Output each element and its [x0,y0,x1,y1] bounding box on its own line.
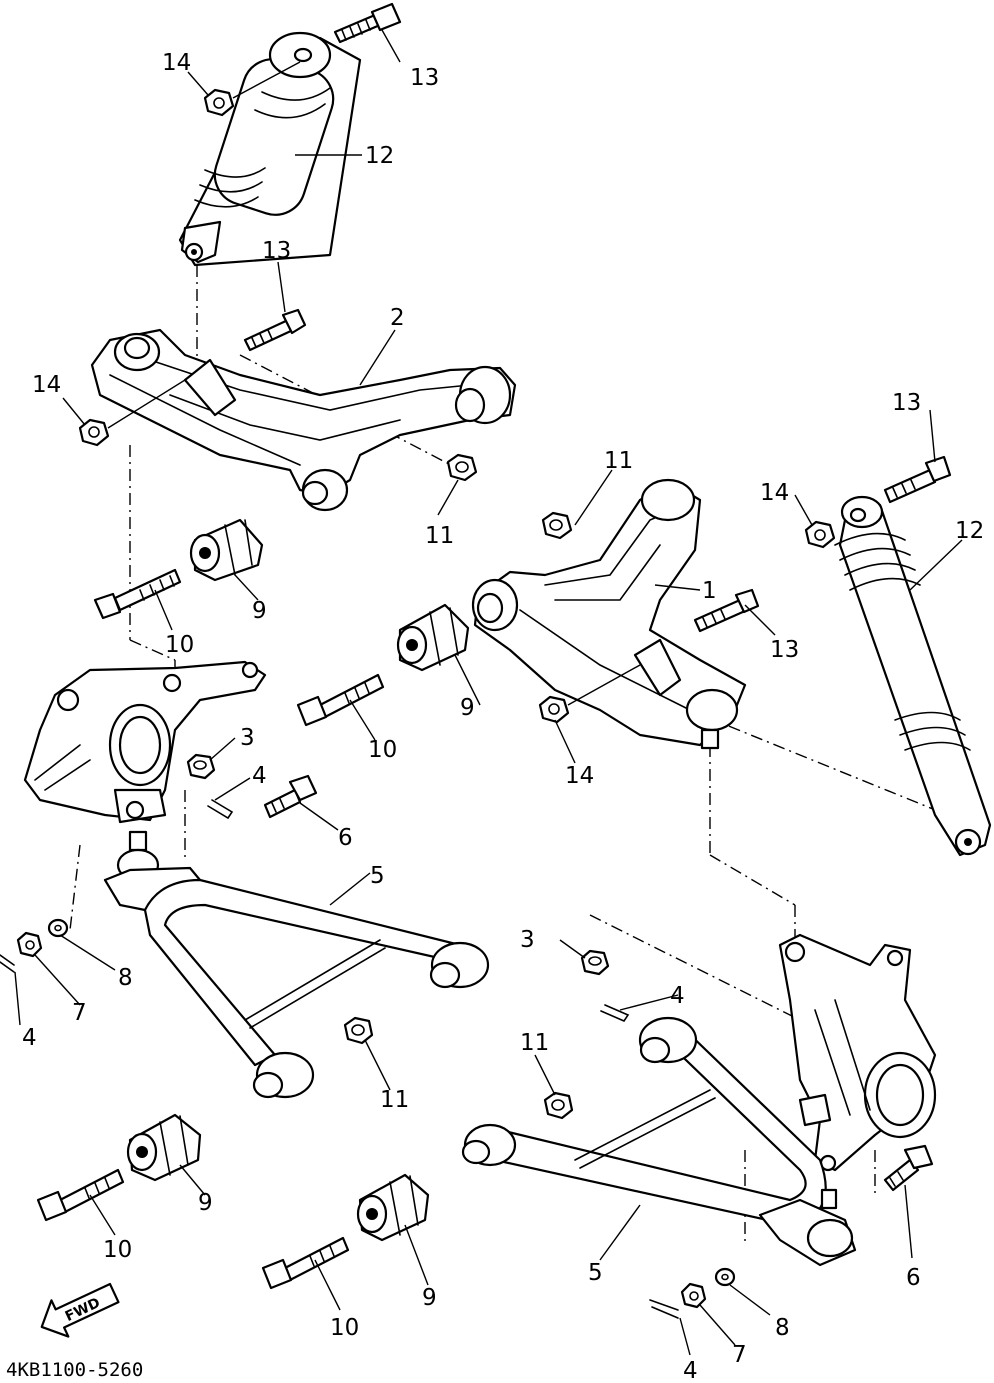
cotter-pin-4-far-left [0,954,15,973]
nut-11-upper-arm [446,453,478,482]
lower-arm-5-right [461,1016,857,1267]
callout-11: 11 [604,448,633,474]
bolt-13-upper-arm [243,308,307,352]
lower-arm-5-left [103,866,490,1099]
callout-2: 2 [390,305,405,331]
nut-14-right [804,520,836,549]
callout-8: 8 [775,1315,790,1341]
cotter-pin-4-right [600,1004,630,1023]
callout-14: 14 [162,50,191,76]
bolt-10-lower-left [36,1168,125,1222]
callout-12: 12 [955,518,984,544]
nut-3-right [580,949,610,976]
bushing-9-mid [396,603,470,672]
upper-arm-1 [471,478,747,750]
callout-14: 14 [565,763,594,789]
bolt-13-top [333,2,402,44]
callout-8: 8 [118,965,133,991]
callout-6: 6 [338,825,353,851]
upper-arm-2 [90,328,517,512]
bushing-9-lower-left [126,1113,202,1182]
callout-4: 4 [683,1358,698,1383]
callout-13: 13 [410,65,439,91]
nut-14-upper-arm [78,379,186,447]
nut-14-upper-arm-right [538,664,641,724]
callout-5: 5 [588,1260,603,1286]
bolt-10-lower-right [261,1236,350,1290]
callout-9: 9 [252,598,267,624]
callout-1: 1 [702,578,717,604]
bolt-10-mid [296,673,385,727]
callout-10: 10 [368,737,397,763]
callout-13: 13 [770,637,799,663]
callout-11: 11 [520,1030,549,1056]
callout-3: 3 [240,725,255,751]
callout-13: 13 [262,238,291,264]
shock-absorber-right [834,495,992,857]
callout-12: 12 [365,143,394,169]
callout-14: 14 [760,480,789,506]
washer-8-left [47,918,69,938]
callout-9: 9 [460,695,475,721]
callout-11: 11 [425,523,454,549]
callout-9: 9 [198,1190,213,1216]
callout-7: 7 [732,1342,747,1368]
nut-11-lower-right [543,1091,574,1120]
nut-14-top [203,61,301,117]
cotter-pin-4-left [207,799,234,820]
callout-10: 10 [103,1237,132,1263]
bushing-9-upper-left [189,518,264,582]
knuckle-left [23,660,267,824]
callout-4: 4 [670,983,685,1009]
bolt-6-right [883,1144,934,1192]
bushing-9-lower-right [356,1173,430,1242]
callout-5: 5 [370,863,385,889]
callout-labels: 14 13 12 13 2 14 11 9 10 11 1 13 9 10 14… [22,50,984,1383]
callout-13: 13 [892,390,921,416]
callout-3: 3 [520,927,535,953]
callout-4: 4 [252,763,267,789]
callout-4: 4 [22,1025,37,1051]
nut-7-right [680,1282,707,1309]
drawing-code: 4KB1100-5260 [6,1359,143,1381]
cotter-pin-4-bottom [649,1299,679,1319]
bolt-13-right-mid [693,588,760,633]
leader-lines [14,29,963,1356]
knuckle-right [778,933,937,1172]
callout-10: 10 [165,632,194,658]
shock-absorber-left [178,31,362,267]
callout-9: 9 [422,1285,437,1311]
forward-direction-arrow: FWD [40,1282,120,1338]
bolt-6-left [263,774,318,819]
nut-3-left [186,753,216,780]
bolt-10-upper-left [93,568,182,620]
washer-8-right [714,1267,736,1287]
nut-11-lower-left [343,1016,374,1045]
callout-6: 6 [906,1265,921,1291]
callout-11: 11 [380,1087,409,1113]
bolt-13-right [883,455,952,504]
nut-7-left [16,931,43,958]
callout-10: 10 [330,1315,359,1341]
callout-14: 14 [32,372,61,398]
callout-7: 7 [72,1000,87,1026]
nut-11-upper-arm-right [541,511,573,540]
